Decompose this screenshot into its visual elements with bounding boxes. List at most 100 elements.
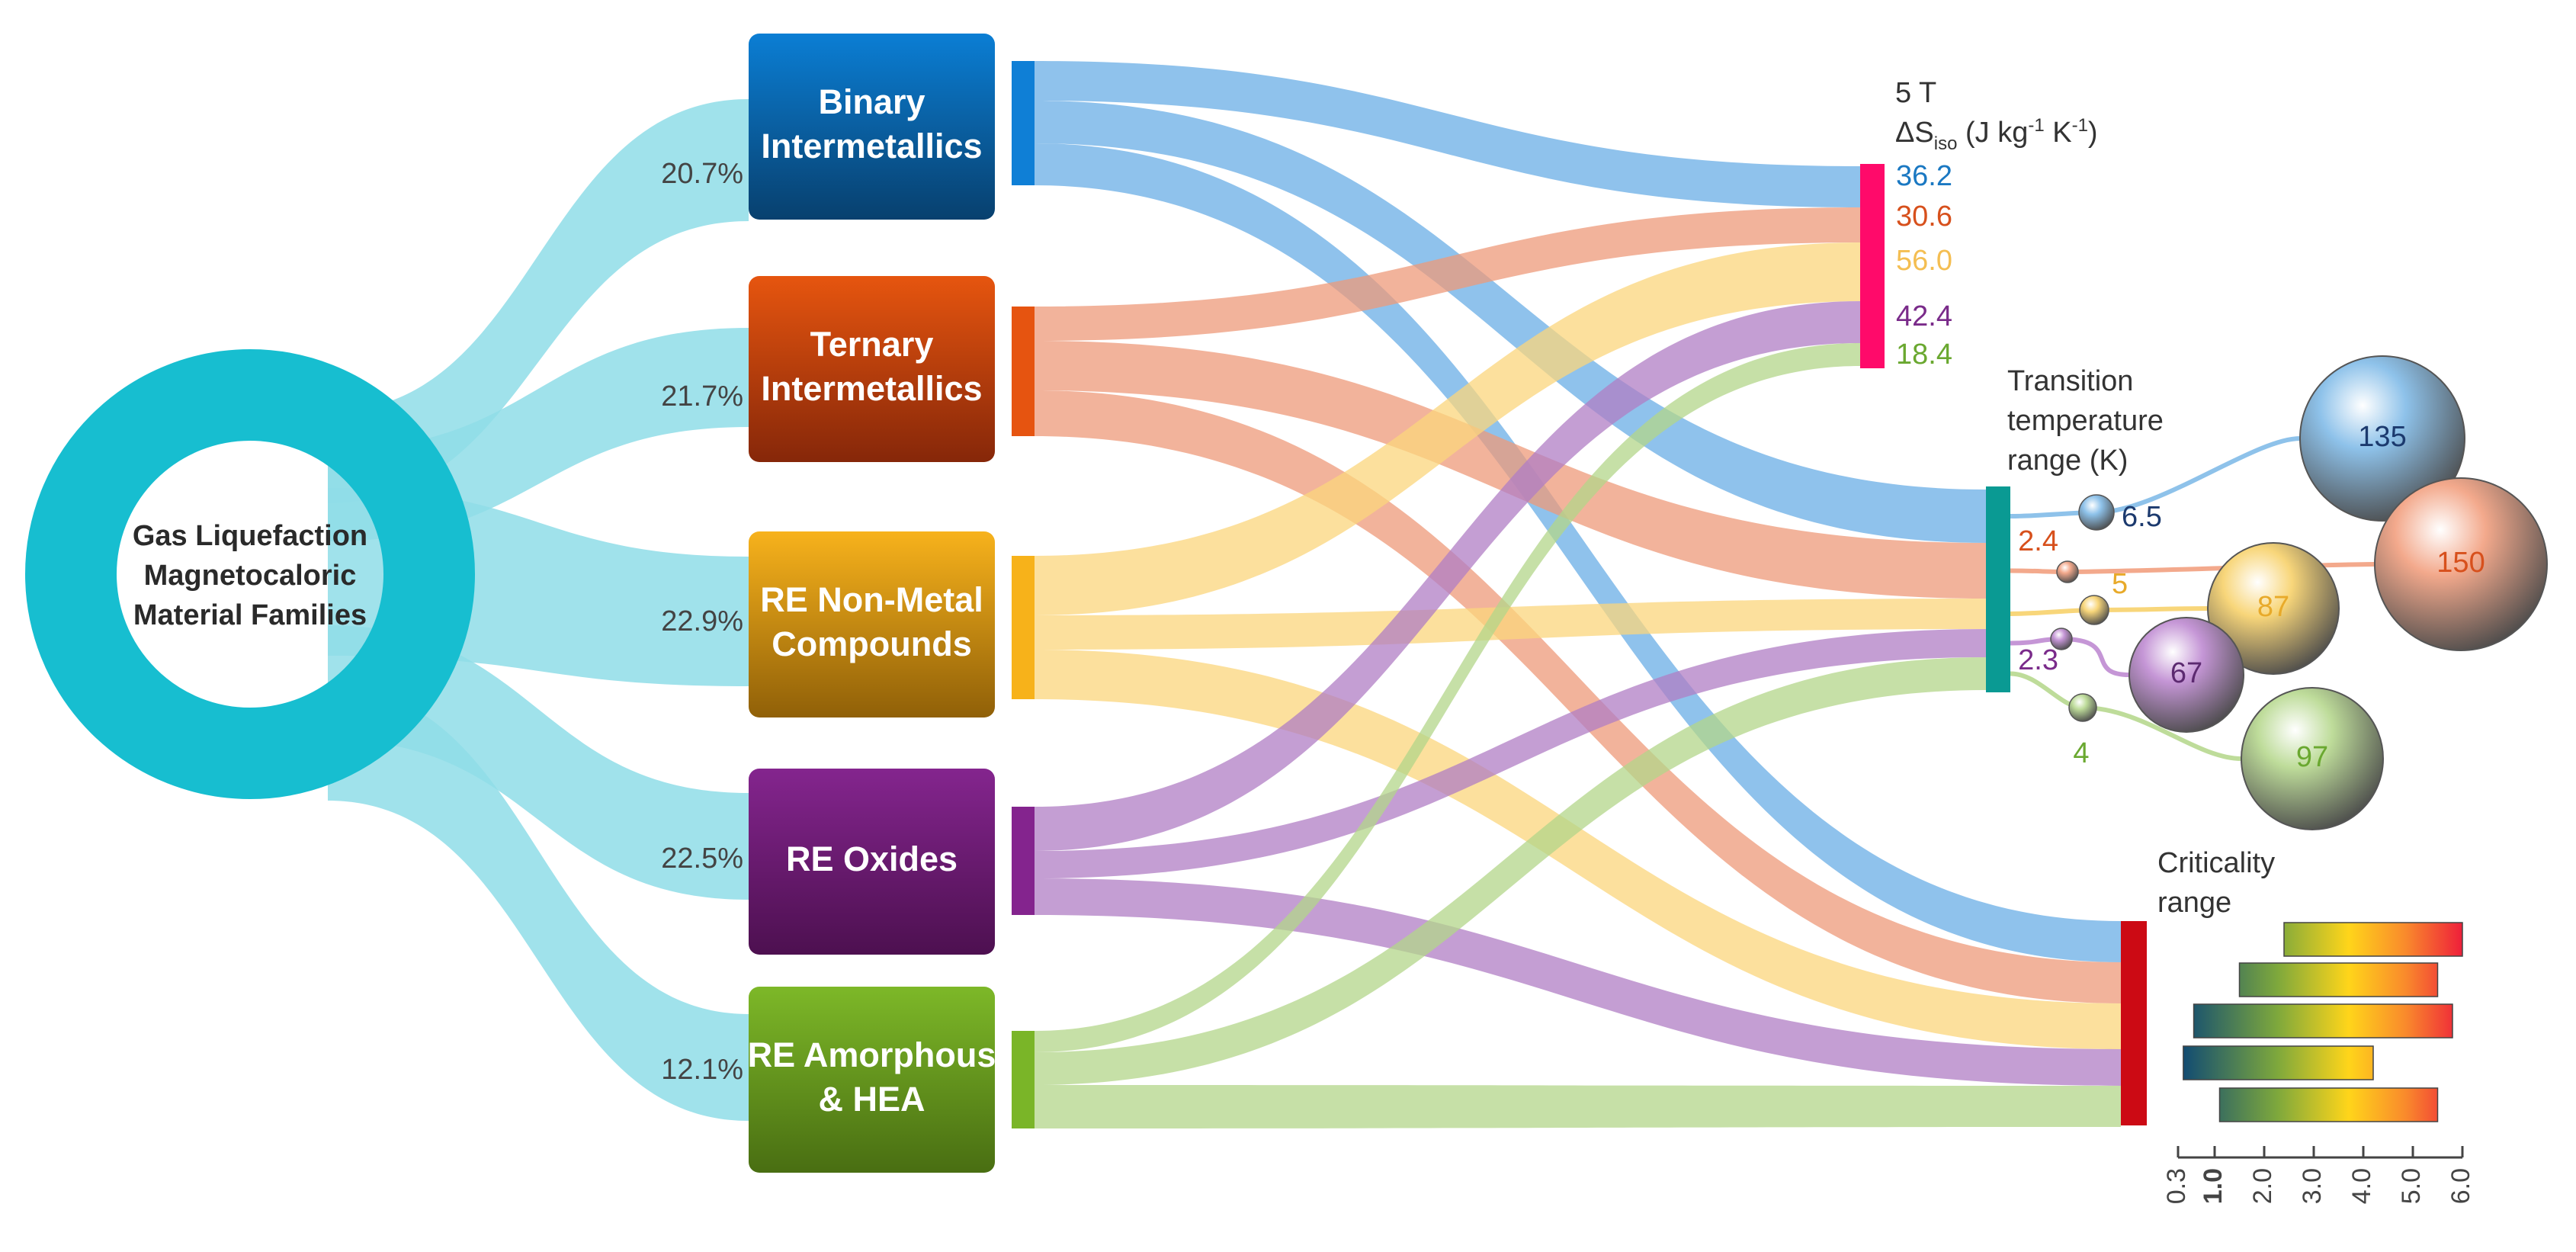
entropy-value: 42.4 [1896,300,1952,332]
family-bar-ternary [1012,307,1035,436]
family-node-amorph[interactable]: RE Amorphous & HEA [748,987,996,1173]
percent-label-ternary: 21.7% [661,380,743,413]
flow-ternary-transition [1035,341,1986,599]
family-box [749,987,995,1173]
family-nodes: BinaryIntermetallicsTernaryIntermetallic… [748,34,1035,1173]
family-box [749,769,995,955]
transition-connector [2010,636,2130,677]
criticality-tick-label: 5.0 [2397,1168,2426,1204]
center-label-line: Magnetocaloric [144,560,357,592]
flow-oxides-transition [1035,629,1986,878]
transition-title-line: range (K) [2007,445,2128,477]
transition-bar [1986,486,2010,692]
entropy-value: 30.6 [1896,201,1952,233]
transition-min-sphere [2056,560,2079,583]
transition-min-label: 6.5 [2122,501,2162,533]
entropy-unit-part: K [2045,117,2072,149]
criticality-panel: Criticality range 0.3 1.0 2.0 3.0 4.0 5.0 6.0 [2121,847,2475,1204]
family-label-line: RE Amorphous [748,1035,996,1074]
transition-connector [2010,671,2242,761]
family-label-line: & HEA [818,1080,925,1119]
family-label-line: Ternary [810,325,934,364]
criticality-title-line: range [2157,887,2231,919]
family-label-line: Binary [818,82,925,121]
transition-connector [2010,562,2376,575]
sankey-flows [1035,61,2121,1128]
family-box [749,276,995,462]
entropy-unit-part: -1 [2028,115,2044,136]
transition-min-sphere [2050,628,2073,650]
criticality-tick-label: 0.3 [2162,1168,2191,1204]
criticality-tick-label: 4.0 [2347,1168,2376,1204]
flow-ternary-criticality [1035,390,2121,1003]
criticality-bar [2121,921,2147,1125]
criticality-title-line: Criticality [2157,847,2275,879]
criticality-tick-label: 2.0 [2248,1168,2277,1204]
entropy-value: 56.0 [1896,245,1952,277]
flow-binary-criticality [1035,143,2121,962]
transition-max-label: 87 [2257,591,2289,623]
transition-min-label: 2.3 [2018,644,2058,676]
transition-max-label: 67 [2170,657,2202,689]
transition-max-sphere [2299,355,2465,522]
family-node-oxides[interactable]: RE Oxides [749,769,995,955]
family-label-line: RE Non-Metal [760,580,983,619]
transition-max-sphere [2128,617,2244,733]
flow-binary-entropy [1035,61,1860,207]
transition-min-sphere [2068,693,2097,722]
criticality-range-amorph [2218,1087,2439,1122]
flow-binary-transition [1035,101,1986,543]
transition-max-sphere [2207,542,2340,675]
center-label-line: Material Families [133,599,367,631]
entropy-value: 18.4 [1896,339,1952,371]
family-label-line: Intermetallics [761,127,982,165]
percent-label-oxides: 22.5% [661,843,743,875]
criticality-range-oxides [2183,1045,2374,1080]
transition-connector [2010,436,2301,518]
transition-max-label: 135 [2358,421,2406,453]
criticality-tick-label: 1.0 [2199,1168,2228,1204]
transition-title-line: Transition [2007,365,2133,397]
flow-oxides-criticality [1035,878,2121,1086]
criticality-range-ternary [2238,962,2439,997]
flow-amorph-transition [1035,657,1986,1085]
family-box [749,531,995,717]
flow-ternary-entropy [1035,207,1860,341]
transition-min-sphere [2078,494,2115,531]
flow-nonmetal-entropy [1035,242,1860,615]
family-label-line: Intermetallics [761,369,982,408]
family-bar-oxides [1012,807,1035,915]
flow-nonmetal-transition [1035,599,1986,650]
percent-label-amorph: 12.1% [661,1054,743,1086]
family-bar-amorph [1012,1031,1035,1128]
transition-max-label: 97 [2296,741,2328,773]
entropy-field-label: 5 T [1895,77,1936,109]
flow-amorph-criticality [1035,1085,2121,1128]
family-label-line: RE Oxides [786,839,958,878]
criticality-tick-label: 3.0 [2298,1168,2327,1204]
entropy-unit-part: -1 [2072,115,2088,136]
criticality-range-nonmetal [2193,1003,2453,1039]
flow-amorph-entropy [1035,343,1860,1052]
center-label-line: Gas Liquefaction [133,520,367,552]
flow-oxides-entropy [1035,301,1860,851]
family-bar-nonmetal [1012,556,1035,699]
entropy-unit-part: iso [1934,133,1958,154]
center-ring [25,349,475,799]
transition-max-label: 150 [2436,547,2485,579]
family-bar-binary [1012,61,1035,185]
transition-min-label: 4 [2073,737,2089,769]
family-label-line: Compounds [772,624,971,663]
entropy-value: 36.2 [1896,160,1952,192]
criticality-range-binary [2283,922,2463,957]
criticality-tick-label: 6.0 [2446,1168,2475,1204]
transition-max-sphere [2241,687,2384,830]
transition-title-line: temperature [2007,405,2164,437]
entropy-bar [1860,164,1885,368]
